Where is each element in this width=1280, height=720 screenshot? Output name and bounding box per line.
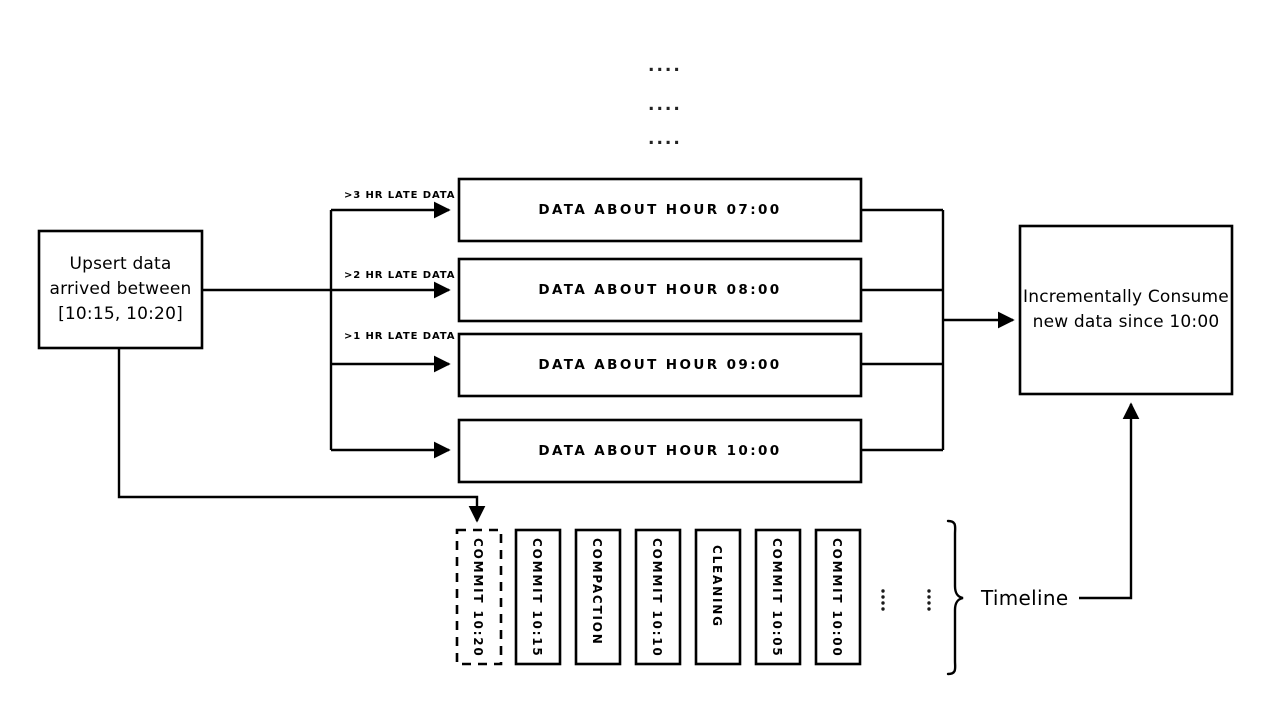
timeline-instant-box-commit-1020[interactable] <box>455 528 503 666</box>
arrow-source-to-commit-1020 <box>117 348 486 523</box>
timeline-ellipsis-1 <box>881 589 885 611</box>
hour-partition-label-07: DATA ABOUT HOUR 07:00 <box>538 202 782 218</box>
hour-partition-text-07: DATA ABOUT HOUR 07:00 <box>459 179 861 241</box>
incremental-consumer-line-2: new data since 10:00 <box>1032 312 1220 332</box>
timeline-instant-box-commit-1005[interactable] <box>754 528 802 666</box>
edge-label-late-2hr: >2 HR LATE DATA <box>344 270 456 281</box>
incremental-consumer-line-1: Incrementally Consume <box>1023 287 1229 307</box>
timeline-instant-label-commit-1010: COMMIT 10:10 <box>650 538 664 658</box>
edge-label-late-1hr: >1 HR LATE DATA <box>344 331 456 342</box>
timeline-instant-box-cleaning[interactable] <box>694 528 742 666</box>
continuation-dots-2: .... <box>648 95 682 115</box>
hour-partition-text-10: DATA ABOUT HOUR 10:00 <box>459 420 861 482</box>
hour-partition-label-08: DATA ABOUT HOUR 08:00 <box>538 282 782 298</box>
hour-partition-box-09[interactable] <box>457 332 863 398</box>
continuation-dots-3: .... <box>648 129 682 149</box>
hour-partition-label-10: DATA ABOUT HOUR 10:00 <box>538 443 782 459</box>
upsert-source-box[interactable] <box>37 229 204 350</box>
arrow-timeline-to-consumer <box>1079 402 1140 600</box>
hour-partition-box-10[interactable] <box>457 418 863 484</box>
timeline-instant-box-commit-1000[interactable] <box>814 528 862 666</box>
timeline-instant-box-commit-1015[interactable] <box>514 528 562 666</box>
timeline-instant-label-commit-1020: COMMIT 10:20 <box>471 538 485 658</box>
incremental-consumer-text: Incrementally Consume new data since 10:… <box>1020 226 1232 394</box>
timeline-instant-label-commit-1000: COMMIT 10:00 <box>830 538 844 658</box>
timeline-ellipsis-2 <box>927 589 931 611</box>
upsert-source-line-2: arrived between <box>49 279 192 299</box>
upsert-source-text: Upsert data arrived between [10:15, 10:2… <box>39 231 202 348</box>
continuation-dots-1: .... <box>648 56 682 76</box>
timeline-instant-label-commit-1005: COMMIT 10:05 <box>770 538 784 658</box>
hour-partition-label-09: DATA ABOUT HOUR 09:00 <box>538 357 782 373</box>
upsert-source-line-3: [10:15, 10:20] <box>58 304 183 324</box>
timeline-instant-label-cleaning: CLEANING <box>710 545 724 628</box>
timeline-instant-box-compaction[interactable] <box>574 528 622 666</box>
incremental-consumer-box[interactable] <box>1018 224 1234 396</box>
timeline-instant-label-compaction: COMPACTION <box>590 538 604 646</box>
timeline-brace <box>946 519 964 676</box>
timeline-instant-box-commit-1010[interactable] <box>634 528 682 666</box>
timeline-label: Timeline <box>981 586 1069 610</box>
hour-partition-text-09: DATA ABOUT HOUR 09:00 <box>459 334 861 396</box>
hour-partition-text-08: DATA ABOUT HOUR 08:00 <box>459 259 861 321</box>
timeline-instant-label-commit-1015: COMMIT 10:15 <box>530 538 544 658</box>
edge-label-late-3hr: >3 HR LATE DATA <box>344 190 456 201</box>
upsert-source-line-1: Upsert data <box>69 254 172 274</box>
